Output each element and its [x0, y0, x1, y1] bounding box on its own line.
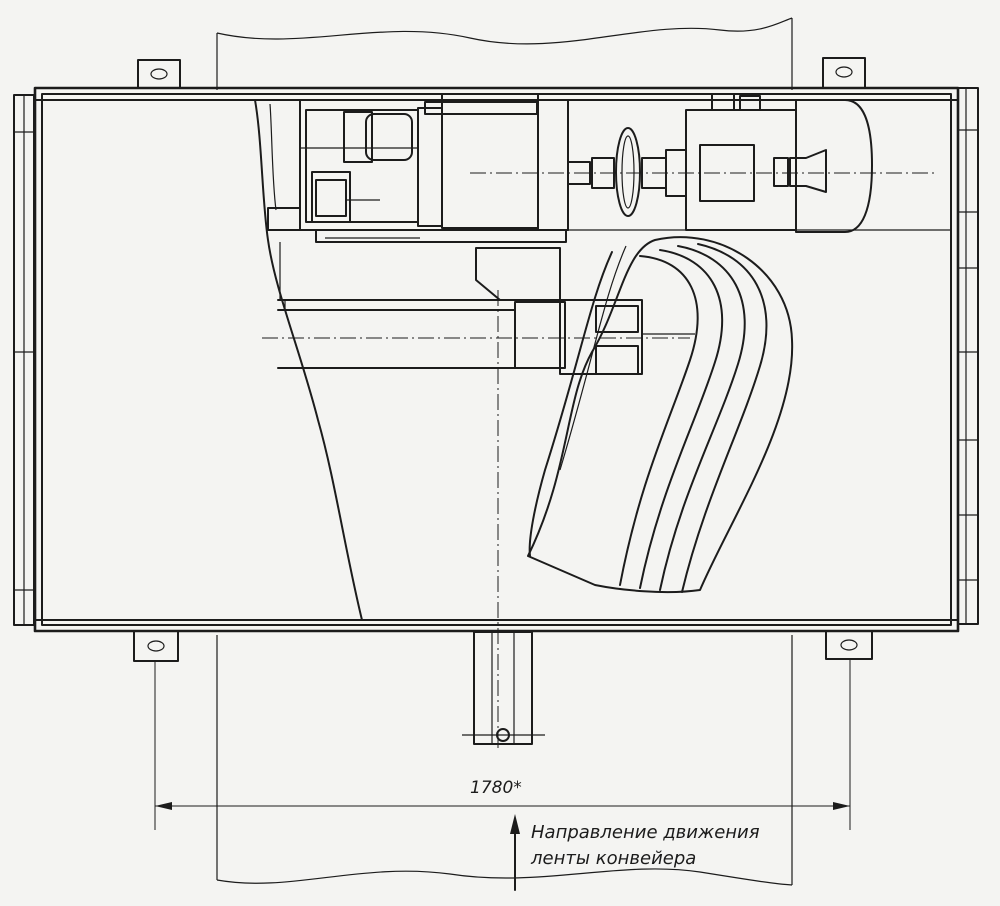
left-end-rail — [13, 94, 35, 626]
electric-motor — [685, 93, 873, 233]
direction-note-line1: Направление движения — [531, 822, 760, 843]
bottom-slot-guide — [462, 631, 545, 745]
right-end-rail — [957, 87, 979, 625]
mounting-bracket-top-left — [137, 59, 181, 89]
plough-blade — [527, 236, 794, 594]
direction-note-line2: ленты конвейера — [531, 848, 697, 869]
upper-plates — [267, 207, 950, 243]
gearbox-housing — [299, 93, 569, 231]
mounting-bracket-bottom-right — [825, 630, 873, 660]
section-cutaway-edge — [254, 99, 363, 621]
dimension-value: 1780* — [470, 778, 522, 798]
plough-shaft — [514, 299, 695, 375]
mounting-bracket-bottom-left — [133, 630, 179, 662]
shaft-coupling — [567, 127, 687, 217]
mounting-bracket-top-right — [822, 57, 866, 89]
chute-hood — [277, 242, 561, 369]
dimension-line — [154, 660, 851, 830]
conveyor-belt — [216, 17, 793, 886]
outer-frame — [33, 86, 960, 633]
belt-direction-arrow — [510, 814, 520, 891]
